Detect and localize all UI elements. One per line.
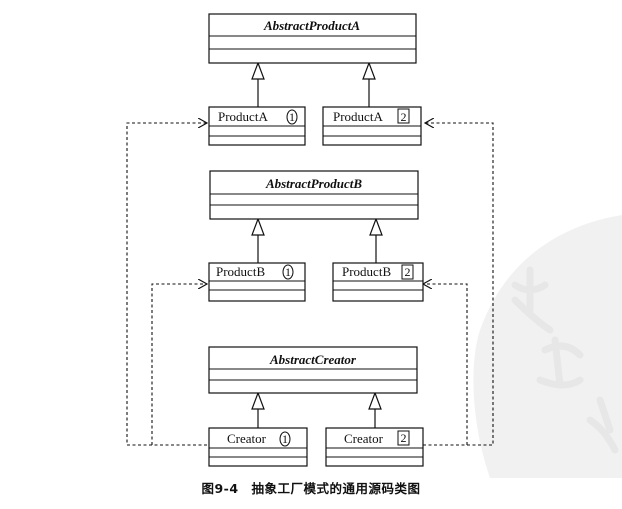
marker-number: 1 xyxy=(285,265,291,279)
class-diagram: AbstractProductA ProductA 1 ProductA 2 A… xyxy=(126,13,622,478)
inheritance-lines xyxy=(257,79,377,428)
circled-number-marker xyxy=(286,109,298,125)
triangle-icon xyxy=(362,61,376,80)
class-name: ProductB xyxy=(342,264,391,279)
class-abstract-product-a: AbstractProductA xyxy=(208,13,417,64)
marker-number: 2 xyxy=(401,431,407,445)
class-name: ProductA xyxy=(218,109,268,124)
triangle-icon xyxy=(251,61,265,80)
class-abstract-product-b: AbstractProductB xyxy=(209,170,419,220)
class-product-b1: ProductB 1 xyxy=(208,262,306,302)
triangle-icon xyxy=(369,217,383,236)
class-name: AbstractCreator xyxy=(269,352,357,367)
class-name: Creator xyxy=(227,431,267,446)
class-product-b2: ProductB 2 xyxy=(332,262,424,302)
marker-number: 2 xyxy=(401,110,407,124)
circled-number-marker xyxy=(282,264,294,280)
class-product-a2: ProductA 2 xyxy=(322,106,422,146)
class-name: ProductB xyxy=(216,264,265,279)
triangle-icon xyxy=(368,391,382,410)
class-name: AbstractProductA xyxy=(263,18,360,33)
marker-number: 2 xyxy=(405,265,411,279)
boxed-number-marker xyxy=(401,264,414,280)
class-creator2: Creator 2 xyxy=(325,427,424,467)
dependency-lines xyxy=(126,123,494,446)
triangle-icon xyxy=(251,217,265,236)
circled-number-marker xyxy=(279,431,291,447)
figure-caption: 图9-4 抽象工厂模式的通用源码类图 xyxy=(201,481,421,496)
watermark-seal xyxy=(473,215,622,478)
marker-number: 1 xyxy=(282,432,288,446)
class-creator1: Creator 1 xyxy=(208,427,308,467)
class-name: ProductA xyxy=(333,109,383,124)
class-name: Creator xyxy=(344,431,384,446)
dep-creator2-product-b2 xyxy=(423,284,468,446)
class-name: AbstractProductB xyxy=(265,176,362,191)
class-product-a1: ProductA 1 xyxy=(208,106,306,146)
inheritance-arrowheads xyxy=(251,61,383,410)
triangle-icon xyxy=(251,391,265,410)
dep-creator1-product-b1 xyxy=(151,284,207,446)
class-abstract-creator: AbstractCreator xyxy=(208,346,418,394)
boxed-number-marker xyxy=(397,108,410,124)
marker-number: 1 xyxy=(289,110,295,124)
boxed-number-marker xyxy=(397,430,410,446)
